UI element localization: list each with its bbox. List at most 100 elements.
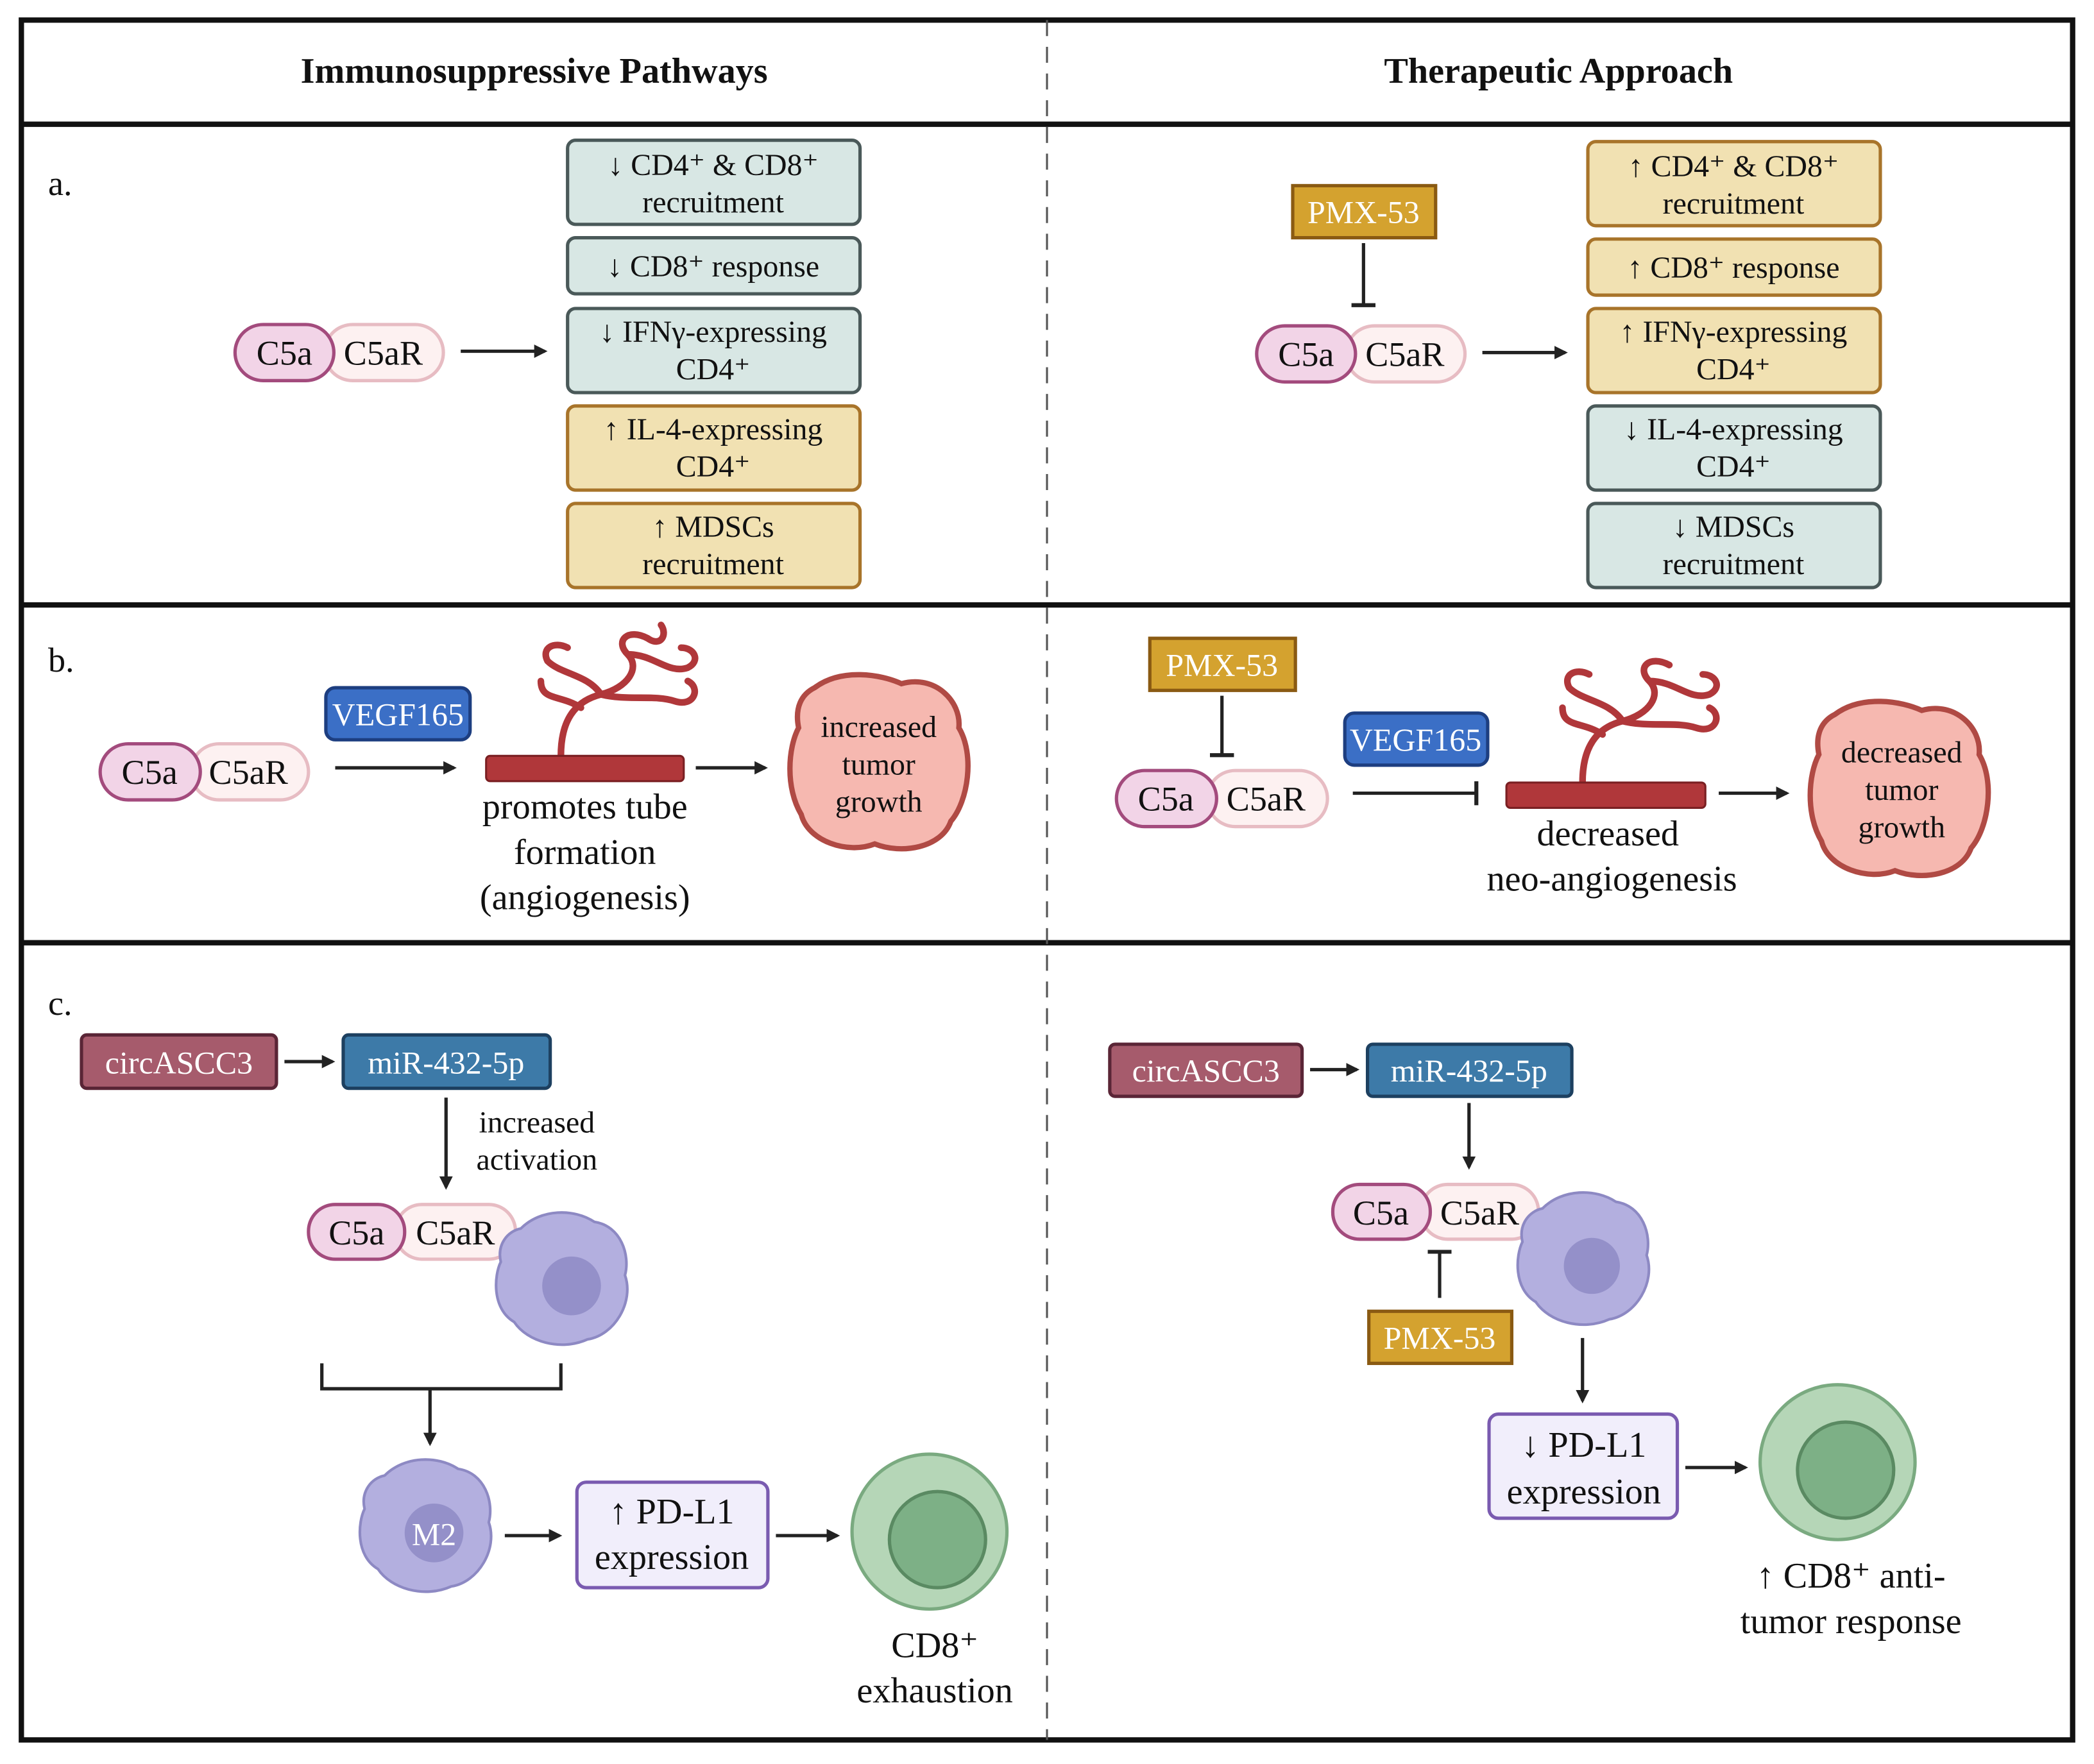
caption-text: formation xyxy=(514,833,656,872)
t-cell-icon xyxy=(1758,1383,1917,1541)
outcome-text: CD8⁺ xyxy=(891,1625,978,1665)
outcome-text: tumor response xyxy=(1741,1602,1962,1641)
box-text: ↓ IFNγ-expressing xyxy=(599,315,827,349)
box-text: CD4⁺ xyxy=(1696,450,1771,484)
vegf165-label: VEGF165 xyxy=(332,696,464,732)
pmx53-box: PMX-53 xyxy=(1148,636,1297,692)
blood-vessel-icon xyxy=(1505,657,1720,810)
c5ar-label: C5aR xyxy=(1227,780,1306,818)
c5a-c5ar-complex: C5a C5aR xyxy=(1331,1182,1540,1241)
box-text: ↓ IL-4-expressing xyxy=(1624,412,1843,446)
header-right: Therapeutic Approach xyxy=(1384,51,1733,91)
box-text: recruitment xyxy=(642,185,784,219)
outcome-text: exhaustion xyxy=(856,1671,1012,1711)
pd-l1-text: expression xyxy=(1507,1472,1661,1512)
pmx53-box: PMX-53 xyxy=(1291,183,1438,240)
caption-text: promotes tube xyxy=(482,787,688,827)
caption-text: (angiogenesis) xyxy=(480,878,690,918)
tumor-icon: decreased tumor growth xyxy=(1807,699,1991,879)
pmx53-label: PMX-53 xyxy=(1166,647,1278,683)
pd-l1-text: ↑ PD-L1 xyxy=(609,1492,735,1532)
c5ar-label: C5aR xyxy=(1440,1194,1520,1232)
c5ar-label: C5aR xyxy=(209,753,289,792)
bracket xyxy=(320,1363,563,1391)
box-text: recruitment xyxy=(1663,547,1805,581)
mir-432-5p-label: miR-432-5p xyxy=(368,1045,524,1081)
c5ar-label: C5aR xyxy=(416,1214,495,1252)
caption-text: decreased xyxy=(1537,814,1679,854)
circascc3-label: circASCC3 xyxy=(1132,1053,1280,1089)
box-text: ↓ CD4⁺ & CD8⁺ xyxy=(608,148,818,182)
vegf165-label: VEGF165 xyxy=(1350,722,1481,758)
box-text: recruitment xyxy=(1663,187,1805,221)
pmx53-box: PMX-53 xyxy=(1367,1309,1514,1366)
c5a-c5ar-complex: C5a C5aR xyxy=(233,323,445,382)
right-effect-box: ↓ IL-4-expressing CD4⁺ xyxy=(1586,404,1882,492)
vegf165-box: VEGF165 xyxy=(324,686,472,742)
circascc3-box: circASCC3 xyxy=(80,1033,278,1090)
mir-432-5p-box: miR-432-5p xyxy=(1365,1042,1574,1098)
activation-text: increased xyxy=(479,1105,595,1139)
c5a-c5ar-complex: C5a C5aR xyxy=(1114,768,1329,829)
panel-a-label: a. xyxy=(48,164,72,203)
panel-b-label: b. xyxy=(48,641,74,679)
header-left: Immunosuppressive Pathways xyxy=(301,51,768,91)
box-text: ↓ MDSCs xyxy=(1673,510,1794,544)
tumor-text: decreased xyxy=(1841,736,1962,770)
tumor-text: tumor xyxy=(842,747,915,781)
box-text: ↑ MDSCs xyxy=(652,510,774,544)
c5a-label: C5a xyxy=(257,334,312,372)
c5a-label: C5a xyxy=(1278,335,1334,373)
tumor-text: tumor xyxy=(1865,773,1938,807)
c5ar-label: C5aR xyxy=(344,334,423,372)
blood-vessel-icon xyxy=(485,622,699,783)
panel-c-label: c. xyxy=(48,984,72,1022)
c5a-label: C5a xyxy=(122,753,178,792)
box-text: ↑ IFNγ-expressing xyxy=(1620,315,1848,349)
box-text: ↑ CD8⁺ response xyxy=(1627,251,1839,285)
pmx53-label: PMX-53 xyxy=(1384,1320,1496,1356)
left-effect-box: ↓ CD4⁺ & CD8⁺ recruitment xyxy=(566,139,862,226)
tumor-text: growth xyxy=(835,785,923,819)
box-text: recruitment xyxy=(642,547,784,581)
tumor-text: growth xyxy=(1858,810,1945,844)
m2-macrophage-icon: M2 xyxy=(358,1458,493,1593)
caption-text: neo-angiogenesis xyxy=(1486,860,1737,899)
activation-text: activation xyxy=(476,1143,597,1177)
tumor-icon: increased tumor growth xyxy=(787,672,971,852)
c5ar-label: C5aR xyxy=(1365,335,1445,373)
pd-l1-box: ↑ PD-L1 expression xyxy=(575,1480,770,1590)
box-text: CD4⁺ xyxy=(676,450,751,484)
t-cell-icon xyxy=(850,1452,1009,1611)
right-effect-box: ↑ IFNγ-expressing CD4⁺ xyxy=(1586,307,1882,394)
pd-l1-text: expression xyxy=(595,1538,749,1577)
left-effect-box: ↓ CD8⁺ response xyxy=(566,236,862,296)
c5a-c5ar-complex: C5a C5aR xyxy=(98,742,311,802)
tumor-text: increased xyxy=(821,710,937,744)
macrophage-icon xyxy=(1516,1191,1651,1327)
pmx53-label: PMX-53 xyxy=(1307,194,1420,230)
box-text: ↓ CD8⁺ response xyxy=(607,250,819,284)
box-text: ↑ IL-4-expressing xyxy=(604,412,823,446)
c5a-label: C5a xyxy=(1138,780,1194,818)
circascc3-box: circASCC3 xyxy=(1108,1042,1304,1098)
right-effect-box: ↓ MDSCs recruitment xyxy=(1586,502,1882,589)
left-effect-box: ↑ MDSCs recruitment xyxy=(566,502,862,589)
c5a-label: C5a xyxy=(1353,1194,1409,1232)
c5a-c5ar-complex: C5a C5aR xyxy=(307,1203,518,1261)
box-text: ↑ CD4⁺ & CD8⁺ xyxy=(1628,149,1839,183)
box-text: CD4⁺ xyxy=(1696,352,1771,386)
left-effect-box: ↑ IL-4-expressing CD4⁺ xyxy=(566,404,862,492)
macrophage-icon xyxy=(495,1211,629,1346)
right-effect-box: ↑ CD4⁺ & CD8⁺ recruitment xyxy=(1586,140,1882,228)
outcome-text: ↑ CD8⁺ anti- xyxy=(1757,1556,1946,1596)
box-text: CD4⁺ xyxy=(676,352,751,386)
vegf165-box: VEGF165 xyxy=(1343,711,1490,767)
circascc3-label: circASCC3 xyxy=(105,1045,253,1081)
mir-432-5p-label: miR-432-5p xyxy=(1391,1053,1547,1089)
c5a-c5ar-complex: C5a C5aR xyxy=(1255,324,1467,384)
m2-label: M2 xyxy=(412,1516,456,1552)
pd-l1-text: ↓ PD-L1 xyxy=(1521,1425,1646,1465)
mir-432-5p-box: miR-432-5p xyxy=(341,1033,552,1090)
